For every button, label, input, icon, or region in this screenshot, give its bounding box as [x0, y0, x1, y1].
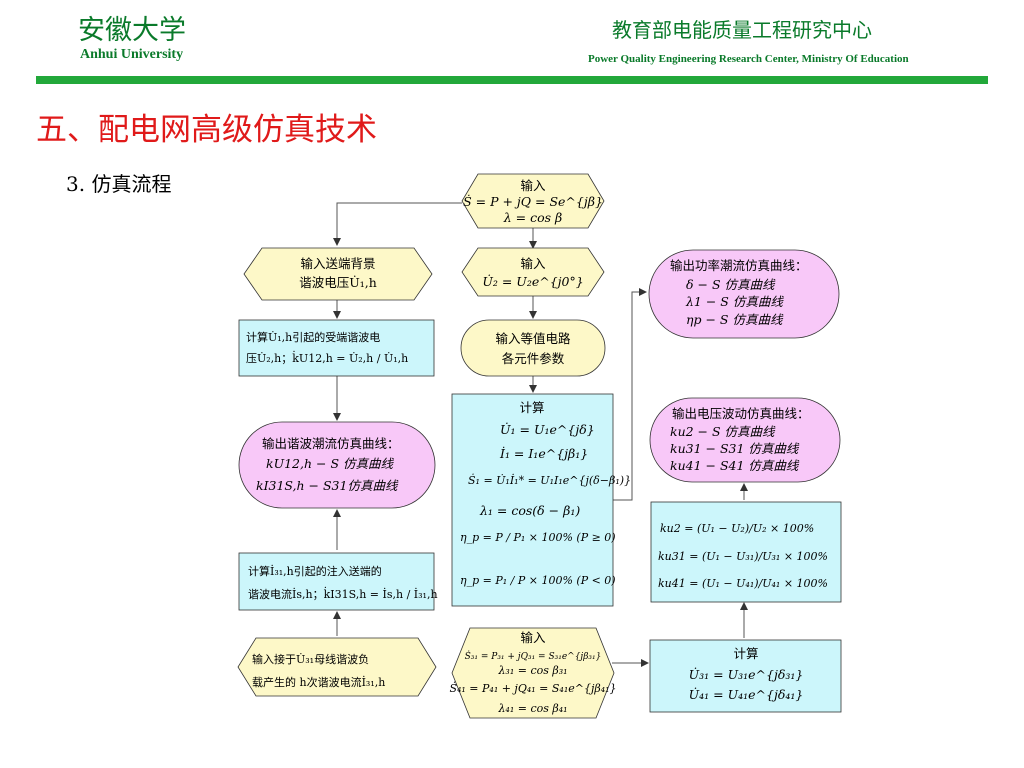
calc-u31-eq2: U̇₄₁ = U₄₁e^{jδ₄₁} — [689, 687, 804, 702]
arrow-top-to-harmonic-bg — [333, 202, 462, 246]
u2-input-eq: U̇₂ = U₂e^{j0°} — [482, 274, 583, 289]
calc-u2h-line1: 计算U̇₁,h引起的受端谐波电 — [246, 330, 380, 344]
calc-main-box — [451, 393, 614, 607]
harmonic-bg-line2: 谐波电压U̇₁,h — [299, 275, 377, 290]
output-voltage-line3: ku31 − S31 仿真曲线 — [670, 441, 800, 456]
output-voltage-line1: 输出电压波动仿真曲线： — [672, 406, 810, 421]
header-divider — [36, 76, 988, 84]
university-name-en: Anhui University — [80, 47, 184, 62]
output-power-oval — [648, 249, 840, 339]
top-input-label: 输入 — [520, 178, 546, 193]
equiv-line1: 输入等值电路 — [495, 331, 571, 346]
load-line2: 载产生的 h次谐波电流İ₃₁,h — [252, 675, 385, 689]
output-harmonic-flow-oval — [238, 421, 436, 509]
input-harmonic-background-hexagon — [243, 247, 433, 301]
input-u2-hexagon — [461, 247, 605, 297]
calc-ku-eq2: ku31 = (U₁ − U₃₁)/U₃₁ × 100% — [658, 550, 828, 563]
connectors — [333, 202, 748, 667]
input-load-hexagon — [237, 637, 437, 697]
slide-title: 五、配电网高级仿真技术 — [36, 112, 377, 148]
output-power-line2: δ − S 仿真曲线 — [686, 277, 776, 292]
output-voltage-line4: ku41 − S41 仿真曲线 — [670, 458, 800, 473]
output-power-line1: 输出功率潮流仿真曲线： — [670, 258, 808, 273]
calc-i31-line1: 计算İ₃₁,h引起的注入送端的 — [248, 564, 382, 578]
harmonic-flow-line3: kI31S,h − S31仿真曲线 — [256, 478, 399, 493]
calc-main-eq2: İ₁ = I₁e^{jβ₁} — [499, 446, 588, 461]
calc-u2h-box — [238, 319, 435, 377]
top-input-eq1: Ṡ = P + jQ = Se^{jβ} — [463, 193, 603, 209]
calc-main-eq5: η_p = P / P₁ × 100% (P ≥ 0) — [460, 531, 616, 544]
calc-i31-box — [238, 552, 435, 611]
calc-ku-box — [650, 501, 842, 603]
bottom-input-label: 输入 — [520, 630, 546, 645]
output-voltage-oval — [649, 397, 841, 483]
input-bottom-hexagon — [451, 627, 615, 719]
calc-main-eq1: U̇₁ = U₁e^{jδ} — [500, 422, 595, 437]
calc-u31-box — [649, 639, 842, 713]
input-power-hexagon — [461, 173, 605, 229]
harmonic-bg-line1: 输入送端背景 — [300, 256, 375, 271]
calc-ku-eq3: ku41 = (U₁ − U₄₁)/U₄₁ × 100% — [658, 577, 828, 590]
calc-main-eq3: Ṡ₁ = U̇₁İ₁* = U₁I₁e^{j(δ−β₁)} — [468, 473, 631, 487]
bottom-input-eq4: λ₄₁ = cos β₄₁ — [497, 702, 567, 715]
load-line1: 输入接于U̇₃₁母线谐波负 — [252, 652, 369, 666]
calc-main-eq4: λ₁ = cos(δ − β₁) — [479, 503, 580, 518]
arrow-calc-to-output-power — [613, 288, 647, 501]
bottom-input-eq2: λ₃₁ = cos β₃₁ — [497, 664, 567, 677]
equiv-line2: 各元件参数 — [502, 351, 565, 366]
harmonic-flow-line2: kU12,h − S 仿真曲线 — [266, 456, 394, 471]
section-subtitle: 3. 仿真流程 — [66, 172, 172, 196]
bottom-input-eq3: Ṡ₄₁ = P₄₁ + jQ₄₁ = S₄₁e^{jβ₄₁} — [449, 681, 616, 695]
bottom-input-eq1: Ṡ₃₁ = P₃₁ + jQ₃₁ = S₃₁e^{jβ₃₁} — [465, 650, 602, 662]
calc-ku-eq1: ku2 = (U₁ − U₂)/U₂ × 100% — [660, 522, 814, 535]
harmonic-flow-line1: 输出谐波潮流仿真曲线： — [262, 436, 400, 451]
output-power-line4: ηp − S 仿真曲线 — [686, 312, 784, 327]
research-center-en: Power Quality Engineering Research Cente… — [588, 53, 909, 65]
output-voltage-line2: ku2 − S 仿真曲线 — [670, 424, 776, 439]
calc-i31-line2: 谐波电流İs,h；k̇I31S,h = İs,h / İ₃₁,h — [248, 586, 438, 601]
calc-u2h-line2: 压U̇₂,h；k̇U12,h = U̇₂,h / U̇₁,h — [246, 350, 408, 365]
top-input-eq2: λ = cos β — [503, 210, 562, 225]
output-power-line3: λ1 − S 仿真曲线 — [685, 294, 784, 309]
research-center-cn: 教育部电能质量工程研究中心 — [612, 18, 872, 42]
input-equivalent-circuit-box — [460, 319, 606, 377]
calc-u31-label: 计算 — [733, 646, 758, 661]
university-name-cn: 安徽大学 — [78, 15, 186, 46]
calc-main-label: 计算 — [519, 400, 544, 415]
calc-u31-eq1: U̇₃₁ = U₃₁e^{jδ₃₁} — [689, 667, 804, 682]
u2-input-label: 输入 — [520, 256, 546, 271]
calc-main-eq6: η_p = P₁ / P × 100% (P < 0) — [460, 574, 616, 587]
